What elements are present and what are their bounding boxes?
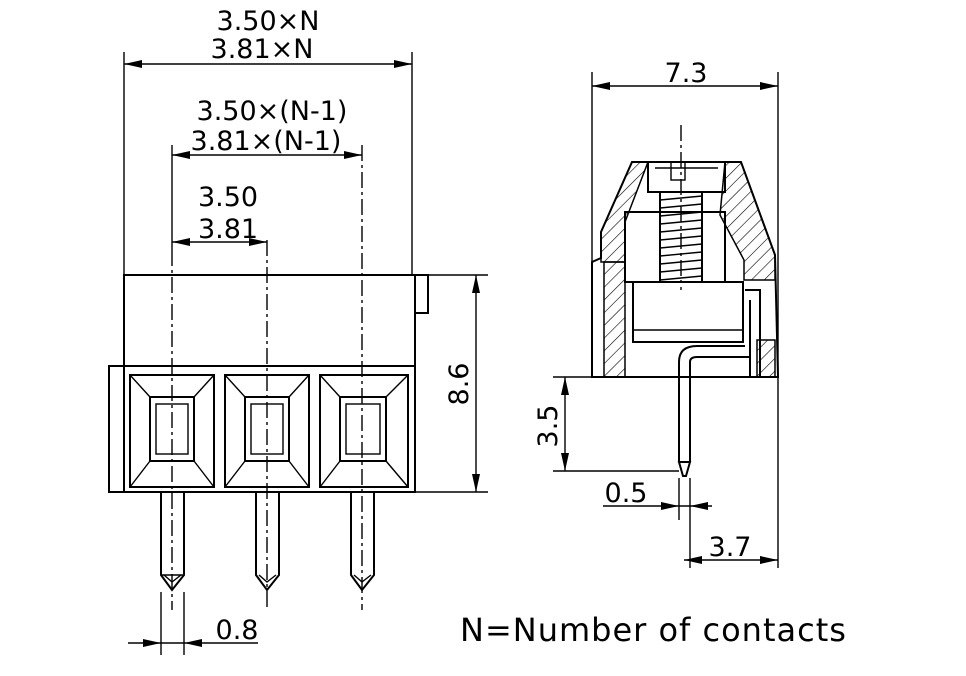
pin-tip [677,461,692,477]
pin-thickness-label: 0.5 [605,478,648,509]
screw-slot [670,161,686,181]
pin-length-label: 3.5 [533,405,564,448]
clamp-cage [632,281,744,343]
height-label: 8.6 [444,363,475,406]
hatched-wall-right [719,161,776,281]
overall-width-label-2: 3.81×N [211,34,314,65]
overall-width-label-1: 3.50×N [217,6,320,37]
pin-outer-bend [689,356,750,377]
pitch-label-2: 3.81 [198,214,258,245]
pin-inner-bend [678,345,745,377]
contacts-note: N=Number of contacts [460,611,847,649]
outer-pitch-label-1: 3.50×(N-1) [197,96,348,127]
housing-body [123,274,416,493]
pin-bend [745,289,761,377]
side-view: 7.3 3.5 0.5 3.7 [533,58,780,568]
pitch-label-1: 3.50 [198,182,258,213]
pin-width-label: 0.8 [216,615,259,646]
depth-label: 7.3 [665,58,708,89]
pin-offset-label: 3.7 [709,532,752,563]
pin-2 [255,492,280,592]
screw-head [647,161,726,193]
hatched-wall-right-lower [756,339,776,378]
wire-entry-3 [319,374,409,488]
latch-bump [414,274,429,314]
hatched-wall-left-lower [603,261,626,378]
front-view: 3.50×N 3.81×N 3.50×(N-1) 3.81×(N-1) 3.50… [108,6,488,655]
lower-housing-left [108,365,124,493]
outer-pitch-label-2: 3.81×(N-1) [191,126,342,157]
